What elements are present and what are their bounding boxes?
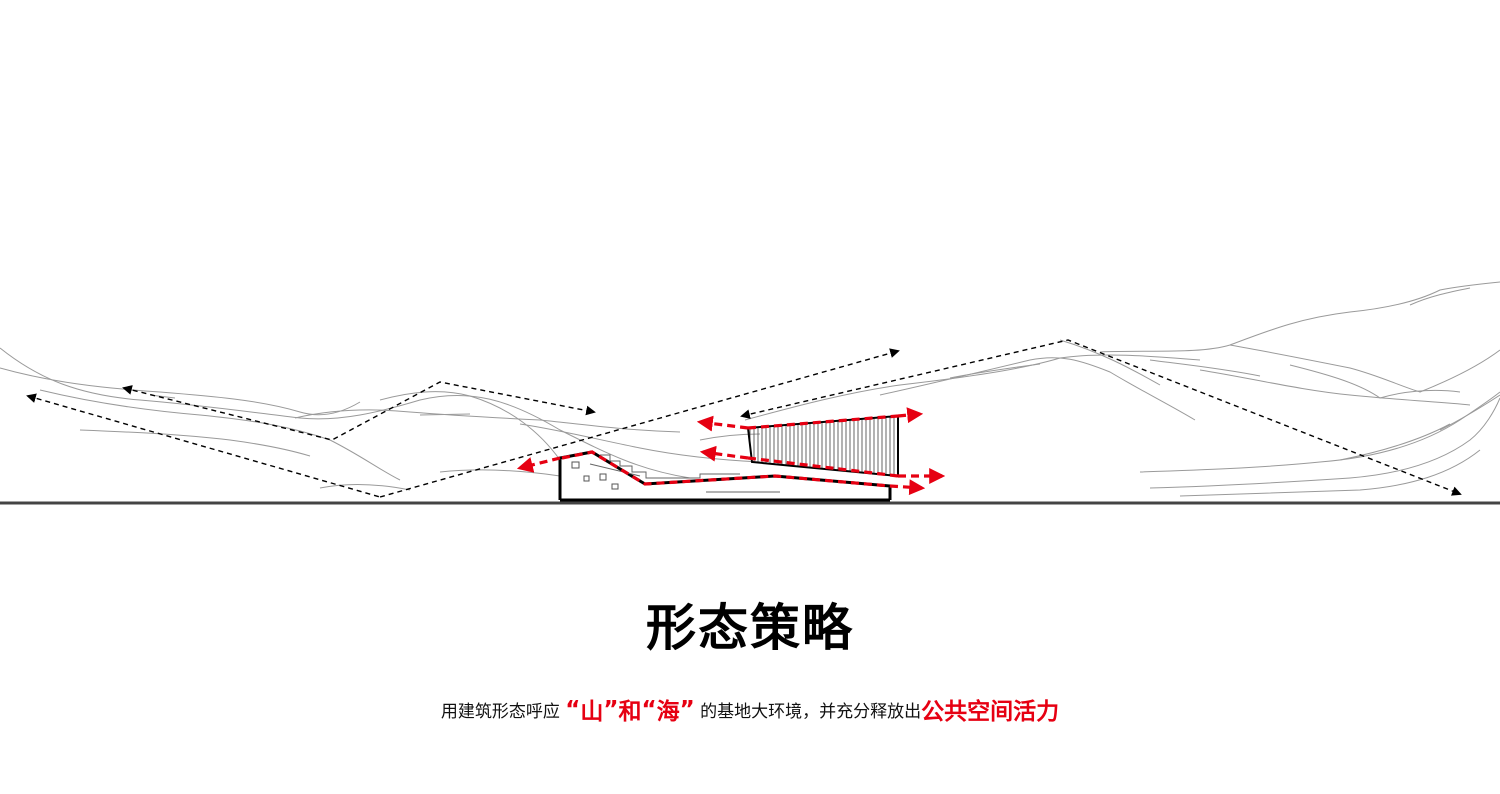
caption-quote-close-1: ”: [603, 697, 619, 723]
building-section: [558, 414, 899, 502]
caption-emphasis: 公共空间活力: [921, 699, 1060, 725]
page-title: 形态策略: [646, 599, 854, 657]
sightline-arrows: [26, 339, 1462, 498]
public-space-flow: [516, 407, 946, 496]
section-diagram: [0, 281, 1500, 505]
caption-quote-open-2: “: [641, 697, 657, 723]
caption-pre: 用建筑形态呼应: [440, 702, 560, 722]
mountain-sketch: [0, 281, 1500, 497]
caption-sea: 海: [656, 699, 680, 725]
caption-and: 和: [618, 699, 642, 725]
caption-mountain: 山: [580, 699, 604, 725]
caption-quote-open-1: “: [565, 697, 581, 723]
caption-mid: 的基地大环境，并充分释放出: [700, 702, 922, 722]
caption: 用建筑形态呼应 “山”和“海” 的基地大环境，并充分释放出公共空间活力: [0, 694, 1500, 728]
caption-quote-close-2: ”: [679, 697, 695, 723]
